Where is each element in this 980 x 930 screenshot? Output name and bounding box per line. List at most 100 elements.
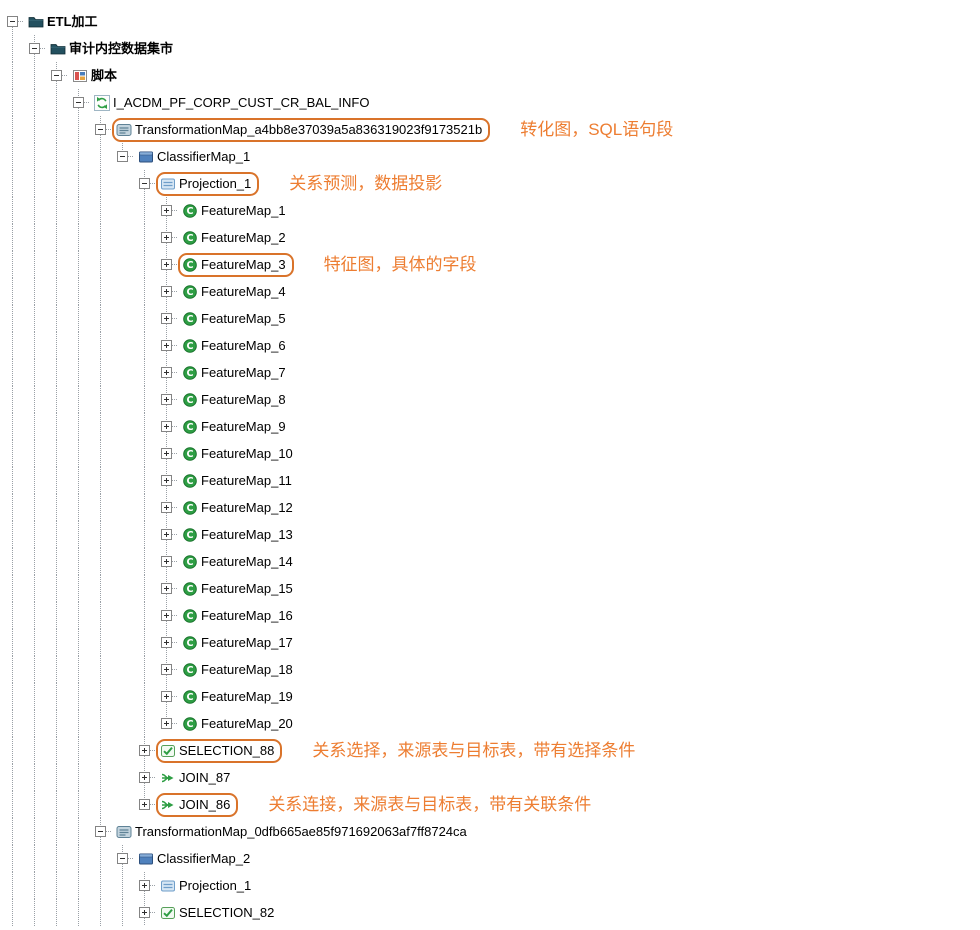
tree-node[interactable]: I_ACDM_PF_CORP_CUST_CR_BAL_INFO: [90, 91, 377, 115]
plus-box-icon[interactable]: [139, 880, 150, 891]
plus-box-icon[interactable]: [161, 313, 172, 324]
tree-node[interactable]: C FeatureMap_15: [178, 577, 301, 601]
tree-node[interactable]: C FeatureMap_10: [178, 442, 301, 466]
connector-line: [56, 89, 57, 116]
tree-guide: [2, 872, 24, 899]
plus-box-icon[interactable]: [161, 448, 172, 459]
connector-line: [56, 575, 57, 602]
tree-node[interactable]: C FeatureMap_2: [178, 226, 294, 250]
plus-box-icon[interactable]: [161, 475, 172, 486]
minus-box-icon[interactable]: [95, 124, 106, 135]
feature-map-icon: C: [182, 392, 198, 408]
tree-node[interactable]: C FeatureMap_9: [178, 415, 294, 439]
connector-line: [144, 764, 145, 778]
tree-node-highlighted[interactable]: Projection_1: [156, 171, 260, 196]
tree-node[interactable]: 审计内控数据集市: [46, 37, 181, 61]
plus-box-icon[interactable]: [161, 556, 172, 567]
tree-connector: [46, 62, 68, 89]
tree-node[interactable]: 脚本: [68, 64, 125, 88]
tree-node[interactable]: SELECTION_82: [156, 901, 282, 925]
plus-box-icon[interactable]: [161, 529, 172, 540]
minus-box-icon[interactable]: [95, 826, 106, 837]
minus-box-icon[interactable]: [51, 70, 62, 81]
tree-node[interactable]: C FeatureMap_5: [178, 307, 294, 331]
connector-line: [78, 845, 79, 872]
tree-guide: [68, 683, 90, 710]
plus-box-icon[interactable]: [161, 286, 172, 297]
tree-node[interactable]: TransformationMap_0dfb665ae85f971692063a…: [112, 820, 475, 844]
tree-node[interactable]: C FeatureMap_13: [178, 523, 301, 547]
tree-node[interactable]: ClassifierMap_1: [134, 145, 258, 169]
tree-node[interactable]: C FeatureMap_11: [178, 469, 300, 493]
plus-box-icon[interactable]: [161, 367, 172, 378]
connector-line: [100, 845, 101, 872]
tree-guide: [2, 143, 24, 170]
plus-box-icon[interactable]: [161, 205, 172, 216]
plus-box-icon[interactable]: [161, 610, 172, 621]
plus-box-icon[interactable]: [161, 394, 172, 405]
plus-box-icon[interactable]: [161, 340, 172, 351]
plus-box-icon[interactable]: [161, 718, 172, 729]
tree-node-label: FeatureMap_13: [201, 526, 293, 542]
minus-box-icon[interactable]: [117, 151, 128, 162]
connector-line: [144, 251, 145, 278]
plus-box-icon[interactable]: [161, 502, 172, 513]
connector-line: [56, 548, 57, 575]
selection-icon: [160, 743, 176, 759]
connector-line: [144, 197, 145, 224]
connector-line: [56, 764, 57, 791]
tree-node-highlighted[interactable]: TransformationMap_a4bb8e37039a5a83631902…: [112, 117, 491, 142]
tree-guide: [24, 251, 46, 278]
tree-node-highlighted[interactable]: JOIN_86: [156, 792, 239, 817]
tree-node[interactable]: C FeatureMap_12: [178, 496, 301, 520]
connector-line: [34, 845, 35, 872]
tree-node[interactable]: C FeatureMap_7: [178, 361, 294, 385]
tree-node-highlighted[interactable]: SELECTION_88: [156, 738, 283, 763]
tree-node[interactable]: ClassifierMap_2: [134, 847, 258, 871]
connector-line: [100, 683, 101, 710]
tree-node[interactable]: C FeatureMap_18: [178, 658, 301, 682]
transformation-map-icon: [116, 122, 132, 138]
svg-text:C: C: [187, 260, 194, 271]
tree-node[interactable]: C FeatureMap_8: [178, 388, 294, 412]
plus-box-icon[interactable]: [161, 664, 172, 675]
tree-guide: [2, 602, 24, 629]
tree-node[interactable]: C FeatureMap_20: [178, 712, 301, 736]
connector-line: [78, 413, 79, 440]
minus-box-icon[interactable]: [139, 178, 150, 189]
feature-map-icon: C: [182, 662, 198, 678]
tree-row: C FeatureMap_10: [2, 440, 980, 467]
minus-box-icon[interactable]: [73, 97, 84, 108]
tree-node[interactable]: C FeatureMap_14: [178, 550, 301, 574]
minus-box-icon[interactable]: [29, 43, 40, 54]
connector-line: [78, 102, 79, 116]
tree-node[interactable]: C FeatureMap_19: [178, 685, 301, 709]
tree-guide: [90, 143, 112, 170]
plus-box-icon[interactable]: [161, 421, 172, 432]
tree-node-highlighted[interactable]: C FeatureMap_3: [178, 252, 294, 277]
plus-box-icon[interactable]: [161, 259, 172, 270]
tree-guide: [2, 521, 24, 548]
tree-guide: [68, 845, 90, 872]
plus-box-icon[interactable]: [139, 772, 150, 783]
minus-box-icon[interactable]: [117, 853, 128, 864]
tree-guide: [2, 494, 24, 521]
tree-node[interactable]: ETL加工: [24, 10, 106, 34]
minus-box-icon[interactable]: [7, 16, 18, 27]
tree-guide: [68, 575, 90, 602]
tree-node[interactable]: JOIN_87: [156, 766, 238, 790]
plus-box-icon[interactable]: [139, 745, 150, 756]
tree-node[interactable]: C FeatureMap_6: [178, 334, 294, 358]
plus-box-icon[interactable]: [161, 583, 172, 594]
tree-node[interactable]: Projection_1: [156, 874, 259, 898]
plus-box-icon[interactable]: [139, 907, 150, 918]
plus-box-icon[interactable]: [161, 637, 172, 648]
plus-box-icon[interactable]: [161, 232, 172, 243]
connector-line: [56, 737, 57, 764]
tree-node[interactable]: C FeatureMap_16: [178, 604, 301, 628]
tree-node[interactable]: C FeatureMap_17: [178, 631, 301, 655]
tree-node[interactable]: C FeatureMap_1: [178, 199, 294, 223]
tree-node[interactable]: C FeatureMap_4: [178, 280, 294, 304]
plus-box-icon[interactable]: [161, 691, 172, 702]
plus-box-icon[interactable]: [139, 799, 150, 810]
